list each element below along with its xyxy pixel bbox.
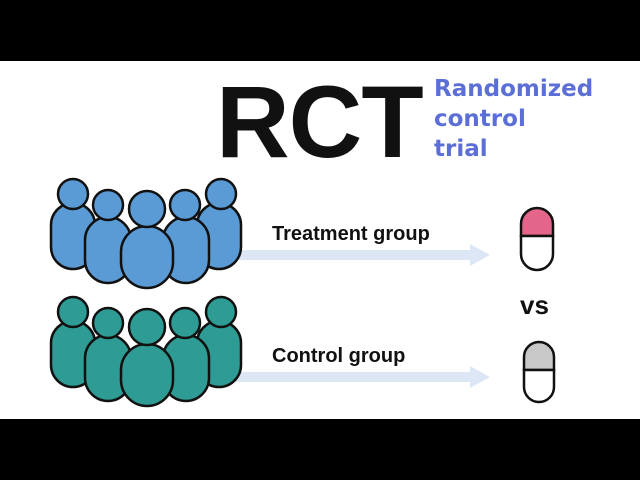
- subtitle-line-2: control: [434, 106, 526, 132]
- letterbox-bottom: [0, 419, 640, 480]
- letterbox-top: [0, 0, 640, 61]
- treatment-people-icon: [49, 177, 243, 290]
- control-pill-icon: [522, 340, 556, 404]
- control-people-icon: [49, 295, 243, 408]
- diagram-canvas: RCT Randomized control trial Treatment g…: [0, 61, 640, 419]
- rct-title: RCT: [216, 65, 424, 179]
- treatment-arrow: [222, 244, 490, 266]
- vs-label: vs: [520, 290, 549, 320]
- treatment-group-label: Treatment group: [272, 223, 430, 245]
- diagram-graphics: [49, 177, 556, 408]
- control-group-label: Control group: [272, 345, 406, 367]
- subtitle-line-1: Randomized: [434, 76, 594, 102]
- treatment-pill-icon: [519, 206, 555, 272]
- subtitle-line-3: trial: [434, 136, 488, 162]
- control-arrow: [222, 366, 490, 388]
